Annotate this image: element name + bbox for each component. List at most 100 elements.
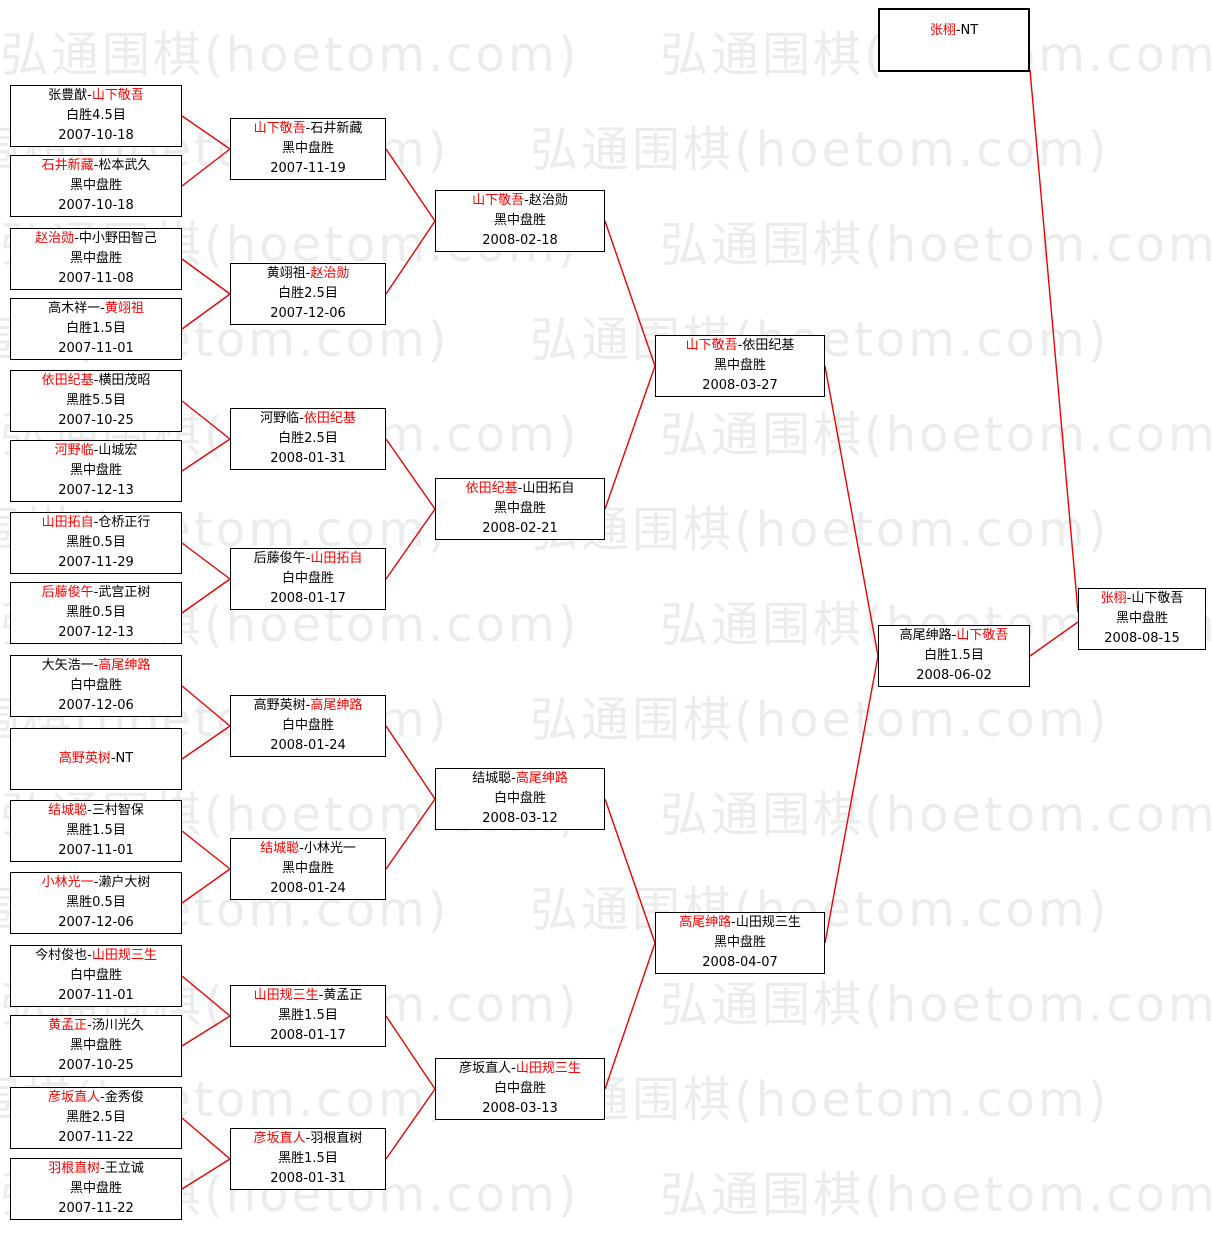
match-result: 白中盘胜 [493, 791, 546, 806]
round1-match7: 山田拓自-仓桥正行 黑胜0.5目 2007-11-29 [10, 512, 182, 574]
winner-name: 黄孟正 [48, 1018, 88, 1033]
match-date: 2007-12-06 [58, 698, 134, 713]
player-name-right: -小林光一 [299, 841, 356, 856]
match-result: 黑胜0.5目 [66, 535, 126, 550]
match-date: 2007-11-01 [58, 988, 134, 1003]
semifinal-match1: 山下敬吾-依田纪基 黑中盘胜 2008-03-27 [655, 335, 825, 397]
match-result: 黑胜0.5目 [66, 895, 126, 910]
match-players: 结城聪-小林光一 [260, 839, 356, 859]
winner-name: 张栩 [1100, 591, 1127, 606]
player-name-right: -赵治勋 [524, 193, 568, 208]
player-name-right: -NT [955, 23, 979, 38]
match-players: 小林光一-濑户大树 [42, 873, 151, 893]
round1-match10: 高野英树-NT [10, 728, 182, 790]
round1-match11: 结城聪-三村智保 黑胜1.5目 2007-11-01 [10, 800, 182, 862]
match-result: 黑中盘胜 [281, 141, 334, 156]
player-name-right: -汤川光久 [87, 1018, 144, 1033]
round3-match2: 依田纪基-山田拓自 黑中盘胜 2008-02-21 [435, 478, 605, 540]
match-result: 白中盘胜 [69, 678, 122, 693]
match-players: 高野英树-高尾绅路 [254, 696, 363, 716]
player-name-left: 高野英树- [253, 698, 311, 713]
winner-name: 彦坂直人 [48, 1090, 101, 1105]
match-players: 后藤俊午-山田拓自 [254, 549, 363, 569]
match-date: 2008-08-15 [1104, 631, 1180, 646]
player-name-right: -石井新藏 [305, 121, 363, 136]
match-date: 2007-12-13 [58, 625, 134, 640]
player-name-left: 彦坂直人- [459, 1061, 516, 1076]
winner-name: 黄翊祖 [104, 301, 144, 316]
match-result: 白中盘胜 [281, 571, 334, 586]
round2-match1: 山下敬吾-石井新藏 黑中盘胜 2007-11-19 [230, 118, 386, 180]
winner-name: 高尾绅路 [310, 698, 363, 713]
match-players: 结城聪-高尾绅路 [472, 769, 568, 789]
match-date: 2008-01-24 [270, 738, 346, 753]
player-name-right: -武宫正树 [93, 585, 151, 600]
round2-match5: 高野英树-高尾绅路 白中盘胜 2008-01-24 [230, 695, 386, 757]
match-result: 黑胜1.5目 [278, 1151, 338, 1166]
match-date: 2008-03-12 [482, 811, 558, 826]
winner-name: 依田纪基 [303, 411, 356, 426]
round1-match15: 彦坂直人-金秀俊 黑胜2.5目 2007-11-22 [10, 1087, 182, 1149]
winner-name: 高尾绅路 [679, 915, 732, 930]
round1-match14: 黄孟正-汤川光久 黑中盘胜 2007-10-25 [10, 1015, 182, 1077]
round3-match4: 彦坂直人-山田规三生 白中盘胜 2008-03-13 [435, 1058, 605, 1120]
winner-name: 山田规三生 [515, 1061, 581, 1076]
watermark-text: 弘通围棋(hoetom.com) [530, 692, 1110, 748]
match-result: 白中盘胜 [493, 1081, 546, 1096]
round2-match3: 河野临-依田纪基 白胜2.5目 2008-01-31 [230, 408, 386, 470]
titleholder-box: 张栩-NT [878, 8, 1030, 72]
match-players: 河野临-依田纪基 [260, 409, 356, 429]
match-date: 2007-10-25 [58, 1058, 134, 1073]
winner-name: 山下敬吾 [253, 121, 306, 136]
watermark-text: 弘通围棋(hoetom.com) [660, 217, 1212, 273]
match-date: 2007-12-06 [58, 915, 134, 930]
match-result: 黑中盘胜 [69, 463, 122, 478]
match-players: 结城聪-三村智保 [48, 801, 144, 821]
match-result: 白胜2.5目 [278, 431, 338, 446]
match-result: 黑胜1.5目 [66, 823, 126, 838]
match-players: 河野临-山城宏 [55, 441, 138, 461]
winner-name: 山田拓自 [41, 515, 94, 530]
round1-match1: 张豊猷-山下敬吾 白胜4.5目 2007-10-18 [10, 85, 182, 147]
match-date: 2007-11-01 [58, 341, 134, 356]
match-result: 白中盘胜 [69, 968, 122, 983]
player-name-right: -黄孟正 [318, 988, 363, 1003]
player-name-left: 大矢浩一- [41, 658, 99, 673]
match-players: 张豊猷-山下敬吾 [48, 86, 144, 106]
match-players: 山下敬吾-石井新藏 [254, 119, 363, 139]
match-date: 2007-10-25 [58, 413, 134, 428]
watermark-text: 弘通围棋(hoetom.com) [660, 407, 1212, 463]
winner-name: 羽根直树 [48, 1161, 101, 1176]
match-date: 2007-12-06 [270, 306, 346, 321]
match-result: 白胜4.5目 [66, 108, 126, 123]
player-name-left: 张豊猷- [48, 88, 92, 103]
watermark-text: 弘通围棋(hoetom.com) [660, 977, 1212, 1033]
match-result: 黑中盘胜 [1115, 611, 1168, 626]
round2-match4: 后藤俊午-山田拓自 白中盘胜 2008-01-17 [230, 548, 386, 610]
winner-name: 后藤俊午 [41, 585, 94, 600]
match-date: 2008-04-07 [702, 955, 778, 970]
player-name-left: 高尾绅路- [899, 628, 957, 643]
winner-name: 山下敬吾 [685, 338, 738, 353]
winner-name: 依田纪基 [465, 481, 518, 496]
winner-name: 赵治勋 [35, 231, 75, 246]
winner-name: 高尾绅路 [515, 771, 568, 786]
watermark-text: 弘通围棋(hoetom.com) [530, 502, 1110, 558]
round2-match6: 结城聪-小林光一 黑中盘胜 2008-01-24 [230, 838, 386, 900]
winner-name: 结城聪 [260, 841, 300, 856]
match-date: 2008-01-17 [270, 1028, 346, 1043]
round1-match4: 高木祥一-黄翊祖 白胜1.5目 2007-11-01 [10, 298, 182, 360]
winner-name: 依田纪基 [41, 373, 94, 388]
round1-match12: 小林光一-濑户大树 黑胜0.5目 2007-12-06 [10, 872, 182, 934]
match-date: 2008-06-02 [916, 668, 992, 683]
match-result: 黑胜5.5目 [66, 393, 126, 408]
player-name-right: -横田茂昭 [93, 373, 151, 388]
match-result: 黑中盘胜 [69, 1181, 122, 1196]
player-name-left: 河野临- [260, 411, 304, 426]
match-result: 黑胜1.5目 [278, 1008, 338, 1023]
match-players: 依田纪基-山田拓自 [466, 479, 575, 499]
player-name-right: -仓桥正行 [93, 515, 151, 530]
round3-match1: 山下敬吾-赵治勋 黑中盘胜 2008-02-18 [435, 190, 605, 252]
match-date: 2007-12-13 [58, 483, 134, 498]
